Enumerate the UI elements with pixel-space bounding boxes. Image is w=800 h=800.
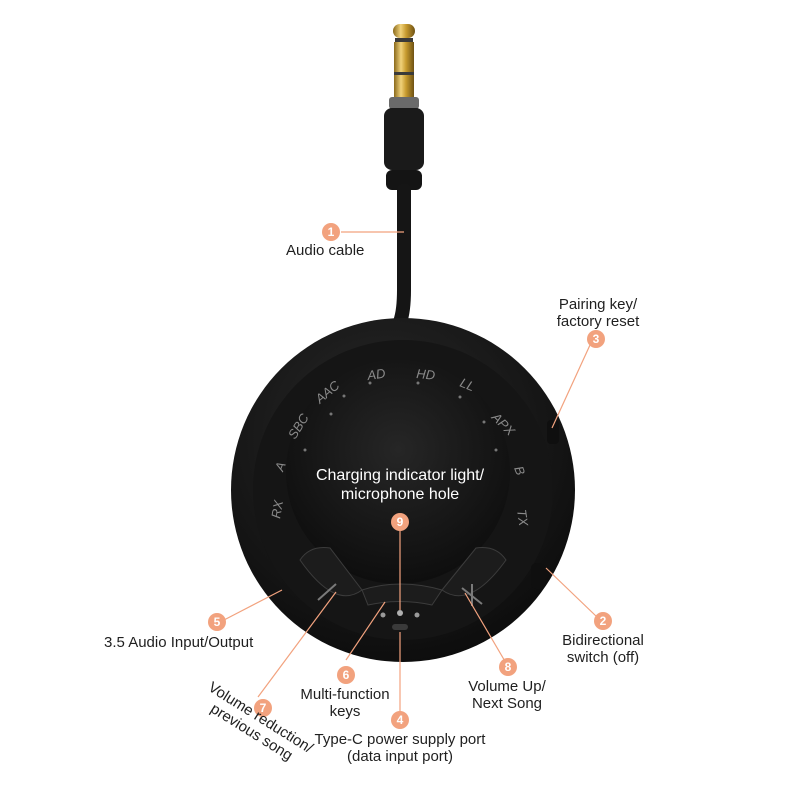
callout-badge-1: 1 xyxy=(322,223,340,241)
callout-badge-7: 7 xyxy=(254,699,272,717)
leader-lines xyxy=(223,231,598,714)
center-label-line-1: Charging indicator light/ xyxy=(315,467,485,484)
ring-label-ll: LL xyxy=(458,375,477,394)
callout-label-1: Audio cable xyxy=(286,242,365,259)
callout-badge-6: 6 xyxy=(337,666,355,684)
device-body xyxy=(231,318,575,662)
callout-badge-2: 2 xyxy=(594,612,612,630)
audio-jack xyxy=(384,24,424,190)
ring-label-rx: RX xyxy=(268,498,286,520)
callout-badge-4: 4 xyxy=(391,711,409,729)
callout-label-3: Pairing key/ factory reset xyxy=(556,296,640,330)
callout-badge-5: 5 xyxy=(208,613,226,631)
callout-label-5: 3.5 Audio Input/Output xyxy=(104,634,254,651)
callout-label-2: Bidirectional switch (off) xyxy=(562,632,644,666)
callout-badge-9: 9 xyxy=(391,513,409,531)
ring-label-ad: AD xyxy=(365,366,386,384)
audio-cable xyxy=(383,183,411,343)
callout-badge-3: 3 xyxy=(587,330,605,348)
center-label: Charging indicator light/ microphone hol… xyxy=(300,466,500,504)
ring-label-hd: HD xyxy=(416,366,436,383)
callout-label-4: Type-C power supply port (data input por… xyxy=(314,731,486,765)
center-label-line-2: microphone hole xyxy=(340,486,460,503)
callout-badge-8: 8 xyxy=(499,658,517,676)
callout-label-6: Multi-function keys xyxy=(300,686,390,720)
ring-label-tx: TX xyxy=(514,508,531,528)
callout-label-8: Volume Up/ Next Song xyxy=(468,678,546,712)
